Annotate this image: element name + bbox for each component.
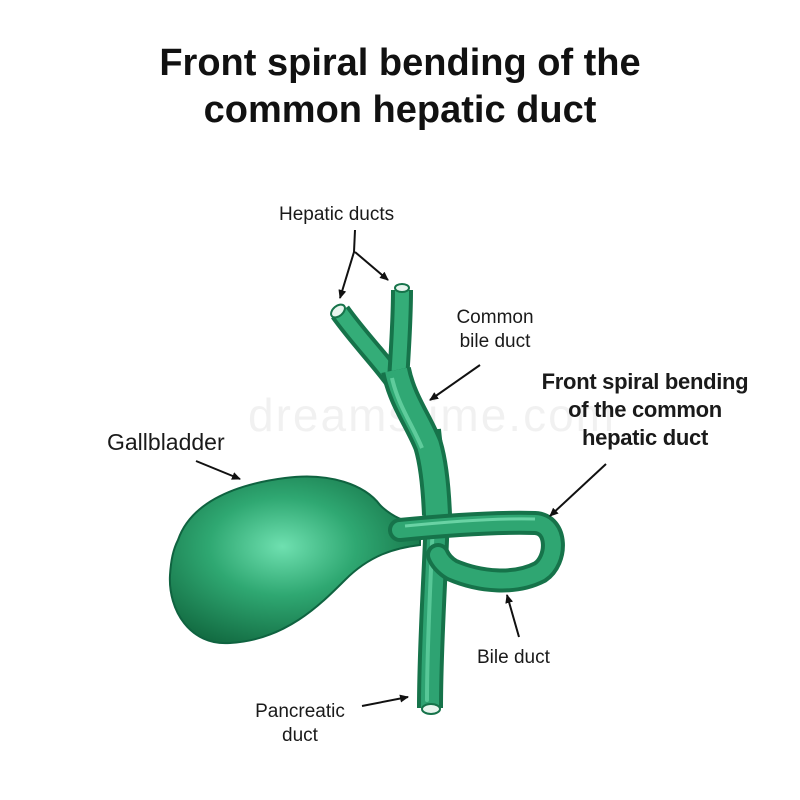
right-hepatic-duct-opening xyxy=(394,283,410,293)
arrow-common-bile-duct xyxy=(429,364,481,401)
label-pancreatic-line-2: duct xyxy=(282,725,318,746)
pointer-arrows xyxy=(195,229,607,707)
label-spiral-line-1: Front spiral bending xyxy=(541,369,749,394)
arrow-spiral xyxy=(549,463,607,517)
label-spiral-line-3: hepatic duct xyxy=(582,425,708,450)
label-common-bile-duct-line-1: Common xyxy=(456,307,534,328)
arrow-hepatic-right xyxy=(354,251,389,281)
label-common-bile-duct-line-2: bile duct xyxy=(459,331,531,352)
label-bile-duct: Bile duct xyxy=(477,647,550,668)
title-line-1: Front spiral bending of the xyxy=(159,42,641,84)
arrow-hepatic-left xyxy=(338,229,356,299)
page-title: Front spiral bending of the common hepat… xyxy=(0,40,800,134)
arrow-pancreatic xyxy=(361,694,409,707)
label-gallbladder: Gallbladder xyxy=(107,429,225,455)
arrow-bile-duct xyxy=(505,594,520,638)
label-front-spiral-bending: Front spiral bending of the common hepat… xyxy=(520,368,770,452)
label-pancreatic-duct: Pancreatic duct xyxy=(240,700,360,748)
spiral-bending xyxy=(388,510,565,593)
title-line-2: common hepatic duct xyxy=(203,89,597,131)
label-common-bile-duct: Common bile duct xyxy=(440,306,550,354)
label-hepatic-ducts: Hepatic ducts xyxy=(279,204,395,225)
label-spiral-line-2: of the common xyxy=(568,397,722,422)
left-hepatic-duct-opening xyxy=(330,303,346,319)
arrow-gallbladder xyxy=(195,460,241,480)
pancreatic-duct-opening xyxy=(421,703,441,715)
common-bile-duct xyxy=(381,366,452,516)
label-pancreatic-line-1: Pancreatic xyxy=(255,701,345,722)
gallbladder xyxy=(168,475,421,645)
